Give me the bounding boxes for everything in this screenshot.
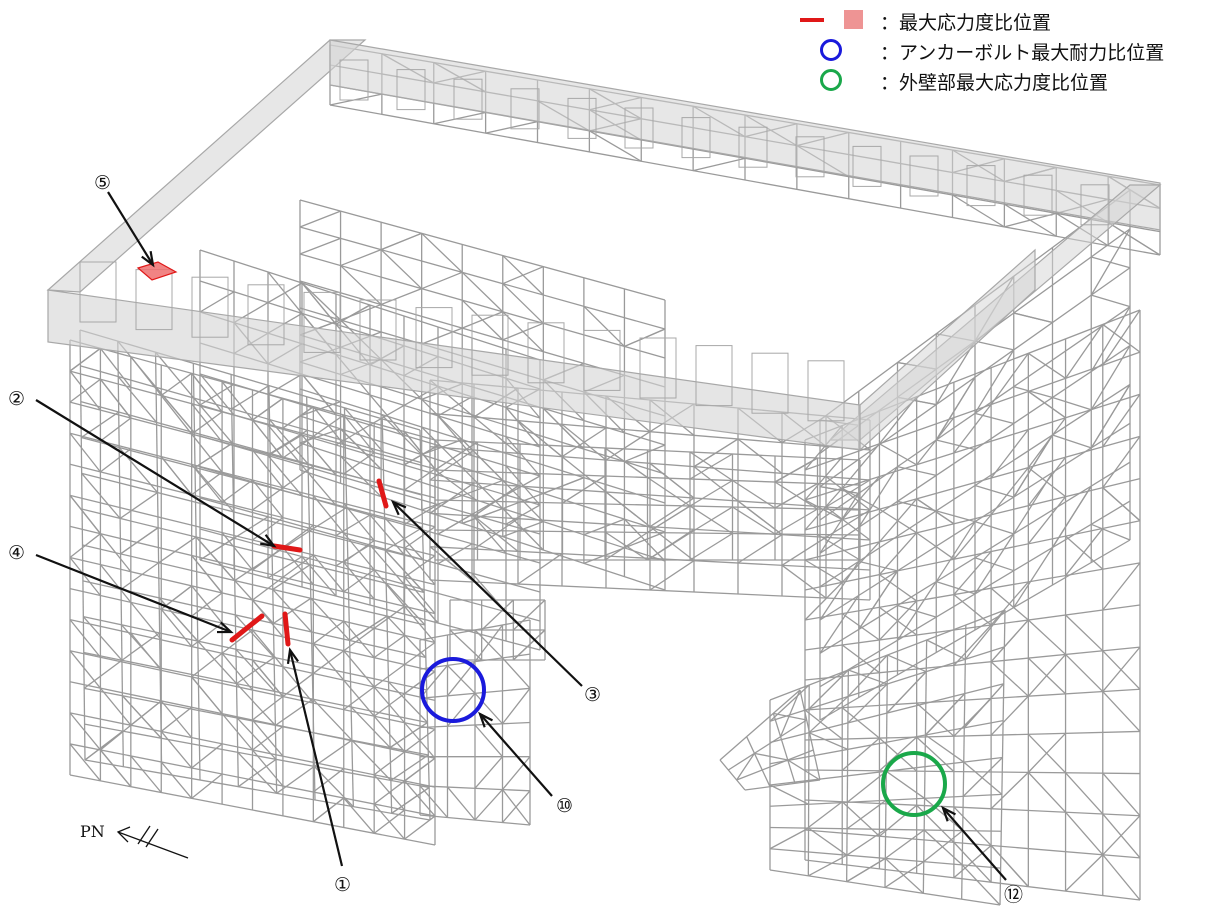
arrow-callout-12 — [941, 805, 1007, 881]
anchor-bolt-max-ratio-circle — [420, 657, 486, 723]
arrow-callout-4 — [35, 553, 234, 634]
legend: ：最大応力度比位置 ：アンカーボルト最大耐力比位置 ：外壁部最大応力度比位置 — [800, 6, 1225, 96]
arrow-callout-1 — [286, 647, 344, 867]
north-arrow-icon — [116, 825, 189, 859]
stress-marker-4 — [229, 613, 265, 643]
legend-item-stress-ratio: ：最大応力度比位置 — [800, 6, 1225, 36]
legend-label-stress-ratio: ：最大応力度比位置 — [880, 12, 1052, 34]
legend-item-outer-wall: ：外壁部最大応力度比位置 — [800, 66, 1225, 96]
callout-label-5: ⑤ — [94, 172, 112, 194]
callout-label-4: ④ — [8, 542, 26, 564]
red-line-symbol-icon — [800, 18, 824, 22]
legend-label-outer-wall: ：外壁部最大応力度比位置 — [880, 72, 1109, 94]
callout-label-3: ③ — [584, 684, 602, 706]
arrow-callout-5 — [107, 191, 155, 268]
legend-label-anchor-bolt: ：アンカーボルト最大耐力比位置 — [880, 42, 1165, 64]
stress-marker-5 — [136, 261, 178, 281]
north-mark-label: PN — [80, 822, 105, 841]
slab-left-arm — [46, 39, 367, 293]
slab-back-arm — [329, 39, 1161, 231]
legend-item-anchor-bolt: ：アンカーボルト最大耐力比位置 — [800, 36, 1225, 66]
callout-label-1: ① — [334, 874, 352, 896]
arrow-callout-10 — [478, 711, 553, 797]
roof-slab-band — [46, 39, 1162, 452]
callout-label-2: ② — [8, 388, 26, 410]
green-circle-symbol-icon — [820, 69, 842, 91]
stress-marker-2 — [271, 543, 303, 553]
arrow-callout-3 — [390, 499, 583, 687]
outer-wall-max-ratio-circle — [881, 751, 947, 817]
stress-marker-1 — [282, 611, 291, 647]
callout-label-10: ⑩ — [556, 795, 574, 817]
stress-marker-3 — [376, 478, 389, 509]
red-square-symbol-icon — [844, 10, 863, 29]
blue-circle-symbol-icon — [820, 39, 842, 61]
slab-right-front — [859, 248, 1036, 452]
arrow-callout-2 — [35, 399, 277, 548]
callout-label-12: ⑫ — [1004, 884, 1024, 906]
callout-arrows — [35, 191, 1007, 881]
max-stress-markers — [136, 261, 389, 647]
